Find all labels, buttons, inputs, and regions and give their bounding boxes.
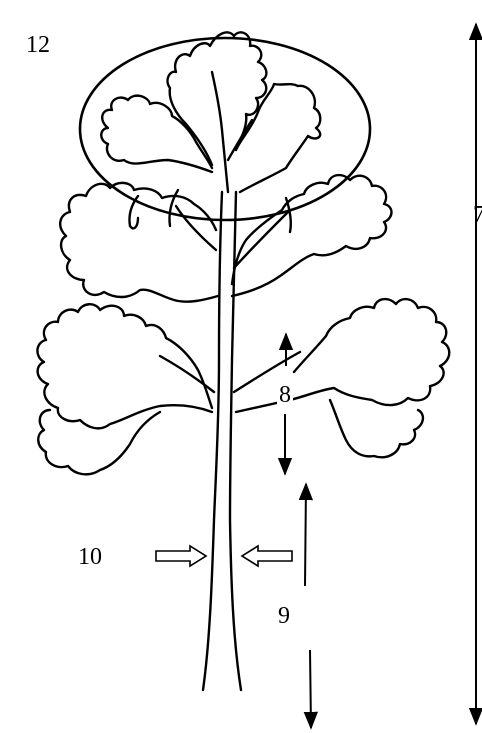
terminal-leaflet-vein bbox=[212, 72, 228, 192]
crown-ellipse bbox=[80, 38, 370, 220]
lower-right-leaflet-outline bbox=[236, 299, 449, 412]
terminal-leaflet-outline bbox=[168, 32, 321, 192]
lower-left-leaflet-outline bbox=[37, 304, 212, 428]
middle-left-leaflet-outline bbox=[60, 183, 218, 302]
middle-right-leaflet-outline bbox=[232, 175, 392, 296]
petiole-length-label: 9 bbox=[278, 604, 290, 628]
width-arrow-right-icon bbox=[242, 546, 292, 566]
crown-label: 12 bbox=[26, 33, 50, 57]
width-arrow-left-icon bbox=[156, 546, 206, 566]
petiole-length-arrow-down bbox=[310, 650, 311, 728]
lower-right-lobe-outline bbox=[330, 400, 423, 457]
upper-left-leaflet-outline bbox=[101, 96, 212, 172]
lower-left-lobe-outline bbox=[38, 410, 160, 474]
total-height-label: 7 bbox=[473, 203, 482, 227]
lower-left-vein bbox=[160, 356, 214, 392]
petiole-left-edge bbox=[203, 192, 222, 690]
petiole-length-arrow-up bbox=[305, 484, 306, 586]
terminal-leaflet-vein-2 bbox=[228, 120, 252, 160]
internode-label: 8 bbox=[277, 383, 293, 407]
middle-right-stub bbox=[286, 198, 291, 232]
middle-left-vein bbox=[176, 206, 216, 250]
petiole-width-label: 10 bbox=[78, 545, 102, 569]
